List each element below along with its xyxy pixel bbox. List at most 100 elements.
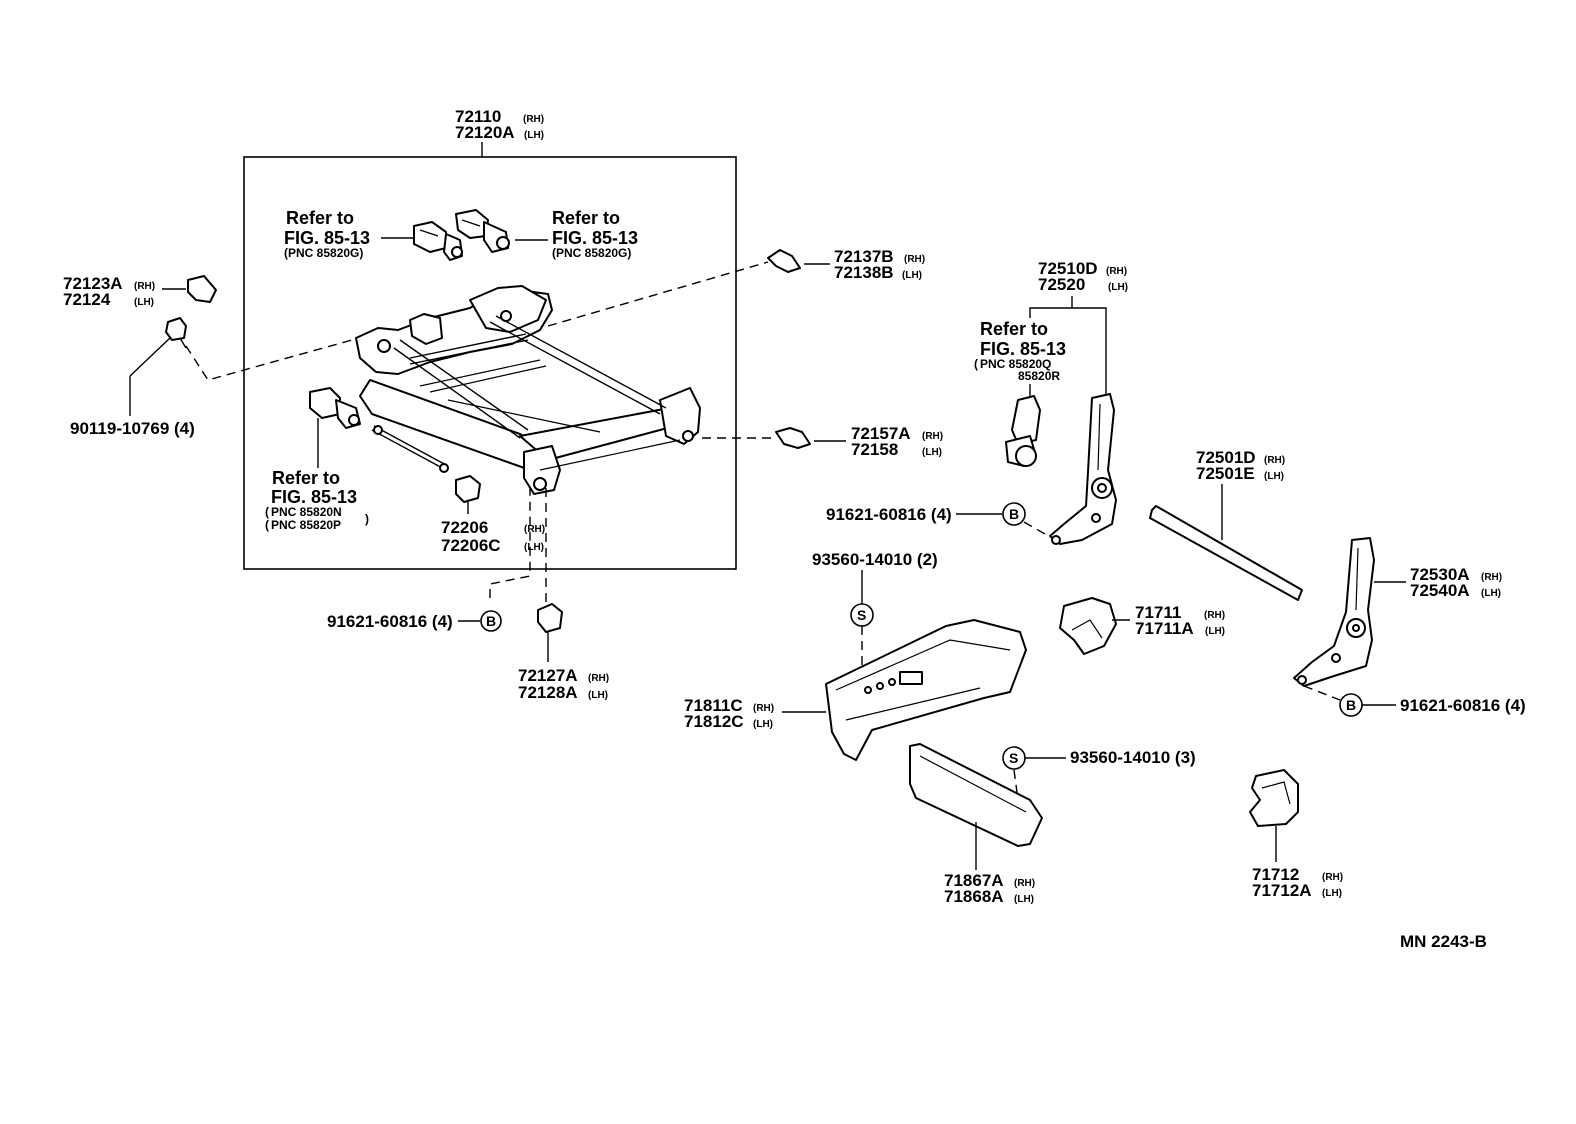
motor-ref-tl-refer: Refer to: [286, 208, 354, 228]
bolt-90119-drawing: [165, 317, 187, 341]
part-72206-callout: 72206 (RH) 72206C (LH): [441, 475, 545, 555]
part-72127-callout: 72127A (RH) 72128A (LH): [518, 488, 609, 702]
part-91621-left-symbol: B: [486, 613, 496, 629]
part-72530-callout: 72530A (RH) 72540A (LH): [1293, 537, 1502, 687]
part-72157-callout: 72157A (RH) 72158 (LH): [702, 424, 943, 459]
part-72206-lh-tag: (LH): [524, 542, 544, 553]
part-72127-rh-tag: (RH): [588, 673, 609, 684]
part-72157-pn-rh: 72157A: [851, 424, 911, 443]
part-71712-callout: 71712 (RH) 71712A (LH): [1249, 769, 1343, 900]
part-91621-right-label: 91621-60816 (4): [1400, 696, 1526, 715]
part-72137-callout: 72137B (RH) 72138B (LH): [547, 247, 925, 327]
part-72501-rh-tag: (RH): [1264, 455, 1285, 466]
motor-ref-top-right: Refer to FIG. 85-13 (PNC 85820G): [515, 208, 638, 260]
part-90119-label: 90119-10769 (4): [70, 419, 195, 438]
top-motor-right-drawing: [455, 209, 510, 253]
frame-pn-rh: 72110: [455, 107, 501, 126]
part-72137-pn-rh: 72137B: [834, 247, 894, 266]
seat-track-frame-drawing: [355, 285, 701, 495]
part-72123-lh-tag: (LH): [134, 297, 154, 308]
frame-rh-tag: (RH): [523, 114, 544, 125]
part-71711-rh-tag: (RH): [1204, 610, 1225, 621]
frame-pn-lh: 72120A: [455, 123, 515, 142]
rear-cover-drawing: [1249, 769, 1299, 827]
part-93560-a-callout: 93560-14010 (2) S: [812, 550, 938, 700]
motor-ref-bl-paren-open-1: (: [265, 505, 269, 519]
part-91621-right-dash: [1303, 685, 1341, 701]
part-72530-pn-lh: 72540A: [1410, 581, 1470, 600]
part-72123-callout: 72123A (RH) 72124 (LH): [63, 274, 217, 309]
part-91621-left-callout: 91621-60816 (4) B: [327, 484, 531, 632]
part-72510-bracket: [1029, 296, 1107, 396]
part-71811-callout: 71811C (RH) 71812C (LH): [684, 619, 1027, 761]
motor-ref-rec-fig: FIG. 85-13: [980, 339, 1066, 359]
motor-ref-rec-refer: Refer to: [980, 319, 1048, 339]
motor-ref-bl-refer: Refer to: [272, 468, 340, 488]
part-72127-drawing: [537, 603, 563, 633]
part-72137-lh-tag: (LH): [902, 270, 922, 281]
part-72157-pn-lh: 72158: [851, 440, 898, 459]
motor-ref-tl-fig: FIG. 85-13: [284, 228, 370, 248]
part-72206-pn-lh: 72206C: [441, 536, 501, 555]
bolt-b-symbol-mid: [1002, 502, 1026, 526]
side-trim-drawing: [909, 743, 1043, 847]
part-72510-rh-tag: (RH): [1106, 266, 1127, 277]
part-91621-right-callout: B 91621-60816 (4): [1303, 685, 1526, 717]
motor-ref-rec-paren-open: (: [974, 357, 978, 371]
part-93560-b-dash: [1013, 769, 1019, 801]
bottom-motor-drawing: [309, 387, 449, 473]
part-71711-pn-rh: 71711: [1135, 603, 1181, 622]
part-71711-callout: 71711 (RH) 71711A (LH): [1059, 597, 1225, 655]
part-71712-rh-tag: (RH): [1322, 872, 1343, 883]
part-72510-pn-rh: 72510D: [1038, 259, 1098, 278]
rear-bracket-drawing: [1293, 537, 1375, 687]
motor-ref-recliner: Refer to FIG. 85-13 ( PNC 85820Q 85820R: [974, 319, 1066, 398]
frame-assembly-box: [243, 156, 737, 570]
motor-ref-bottom-left: Refer to FIG. 85-13 ( PNC 85820N ( PNC 8…: [265, 418, 369, 532]
part-90119-dash-to-frame: [185, 339, 353, 381]
motor-ref-top-left: Refer to FIG. 85-13 (PNC 85820G): [284, 208, 414, 260]
part-71711-lh-tag: (LH): [1205, 626, 1225, 637]
part-93560-a-label: 93560-14010 (2): [812, 550, 938, 569]
part-91621-left-label: 91621-60816 (4): [327, 612, 453, 631]
part-72206-rh-tag: (RH): [524, 524, 545, 535]
part-72530-lh-tag: (LH): [1481, 588, 1501, 599]
part-72137-pn-lh: 72138B: [834, 263, 894, 282]
motor-ref-bl-pnc1: PNC 85820N: [271, 505, 342, 519]
part-72123-rh-tag: (RH): [134, 281, 155, 292]
part-71867-lh-tag: (LH): [1014, 894, 1034, 905]
part-93560-b-label: 93560-14010 (3): [1070, 748, 1196, 767]
part-91621-mid-symbol: B: [1009, 506, 1019, 522]
bolt-b-symbol-left: [480, 610, 502, 632]
part-71867-pn-lh: 71868A: [944, 887, 1004, 906]
part-72157-drawing: [775, 427, 811, 449]
part-72123-pn-lh: 72124: [63, 290, 111, 309]
motor-ref-rec-pnc2: 85820R: [1018, 369, 1060, 383]
part-91621-mid-callout: 91621-60816 (4) B: [826, 502, 1053, 539]
part-72137-dash-to-frame: [547, 261, 769, 327]
part-71811-lh-tag: (LH): [753, 719, 773, 730]
part-90119-leader-diagonal: [129, 337, 171, 377]
part-71867-rh-tag: (RH): [1014, 878, 1035, 889]
part-71711-pn-lh: 71711A: [1135, 619, 1194, 638]
motor-ref-bl-paren-close: ): [365, 512, 369, 526]
part-72137-drawing: [767, 249, 801, 273]
part-72123-pn-rh: 72123A: [63, 274, 123, 293]
frame-lh-tag: (LH): [524, 130, 544, 141]
part-93560-a-symbol: S: [857, 607, 866, 623]
part-72510-callout: 72510D (RH) 72520 (LH): [1029, 259, 1128, 396]
seat-shield-drawing: [825, 619, 1027, 761]
motor-ref-tl-pnc: (PNC 85820G): [284, 246, 363, 260]
recliner-bracket-drawing: [1049, 393, 1117, 545]
part-72157-rh-tag: (RH): [922, 431, 943, 442]
motor-ref-tr-fig: FIG. 85-13: [552, 228, 638, 248]
recliner-motor-drawing: [1005, 395, 1041, 467]
part-72206-drawing: [455, 475, 481, 503]
part-91621-mid-dash: [1023, 521, 1053, 539]
motor-ref-bl-pnc2: PNC 85820P: [271, 518, 341, 532]
part-71712-lh-tag: (LH): [1322, 888, 1342, 899]
part-91621-mid-label: 91621-60816 (4): [826, 505, 952, 524]
part-72510-lh-tag: (LH): [1108, 282, 1128, 293]
part-91621-right-symbol: B: [1346, 697, 1356, 713]
